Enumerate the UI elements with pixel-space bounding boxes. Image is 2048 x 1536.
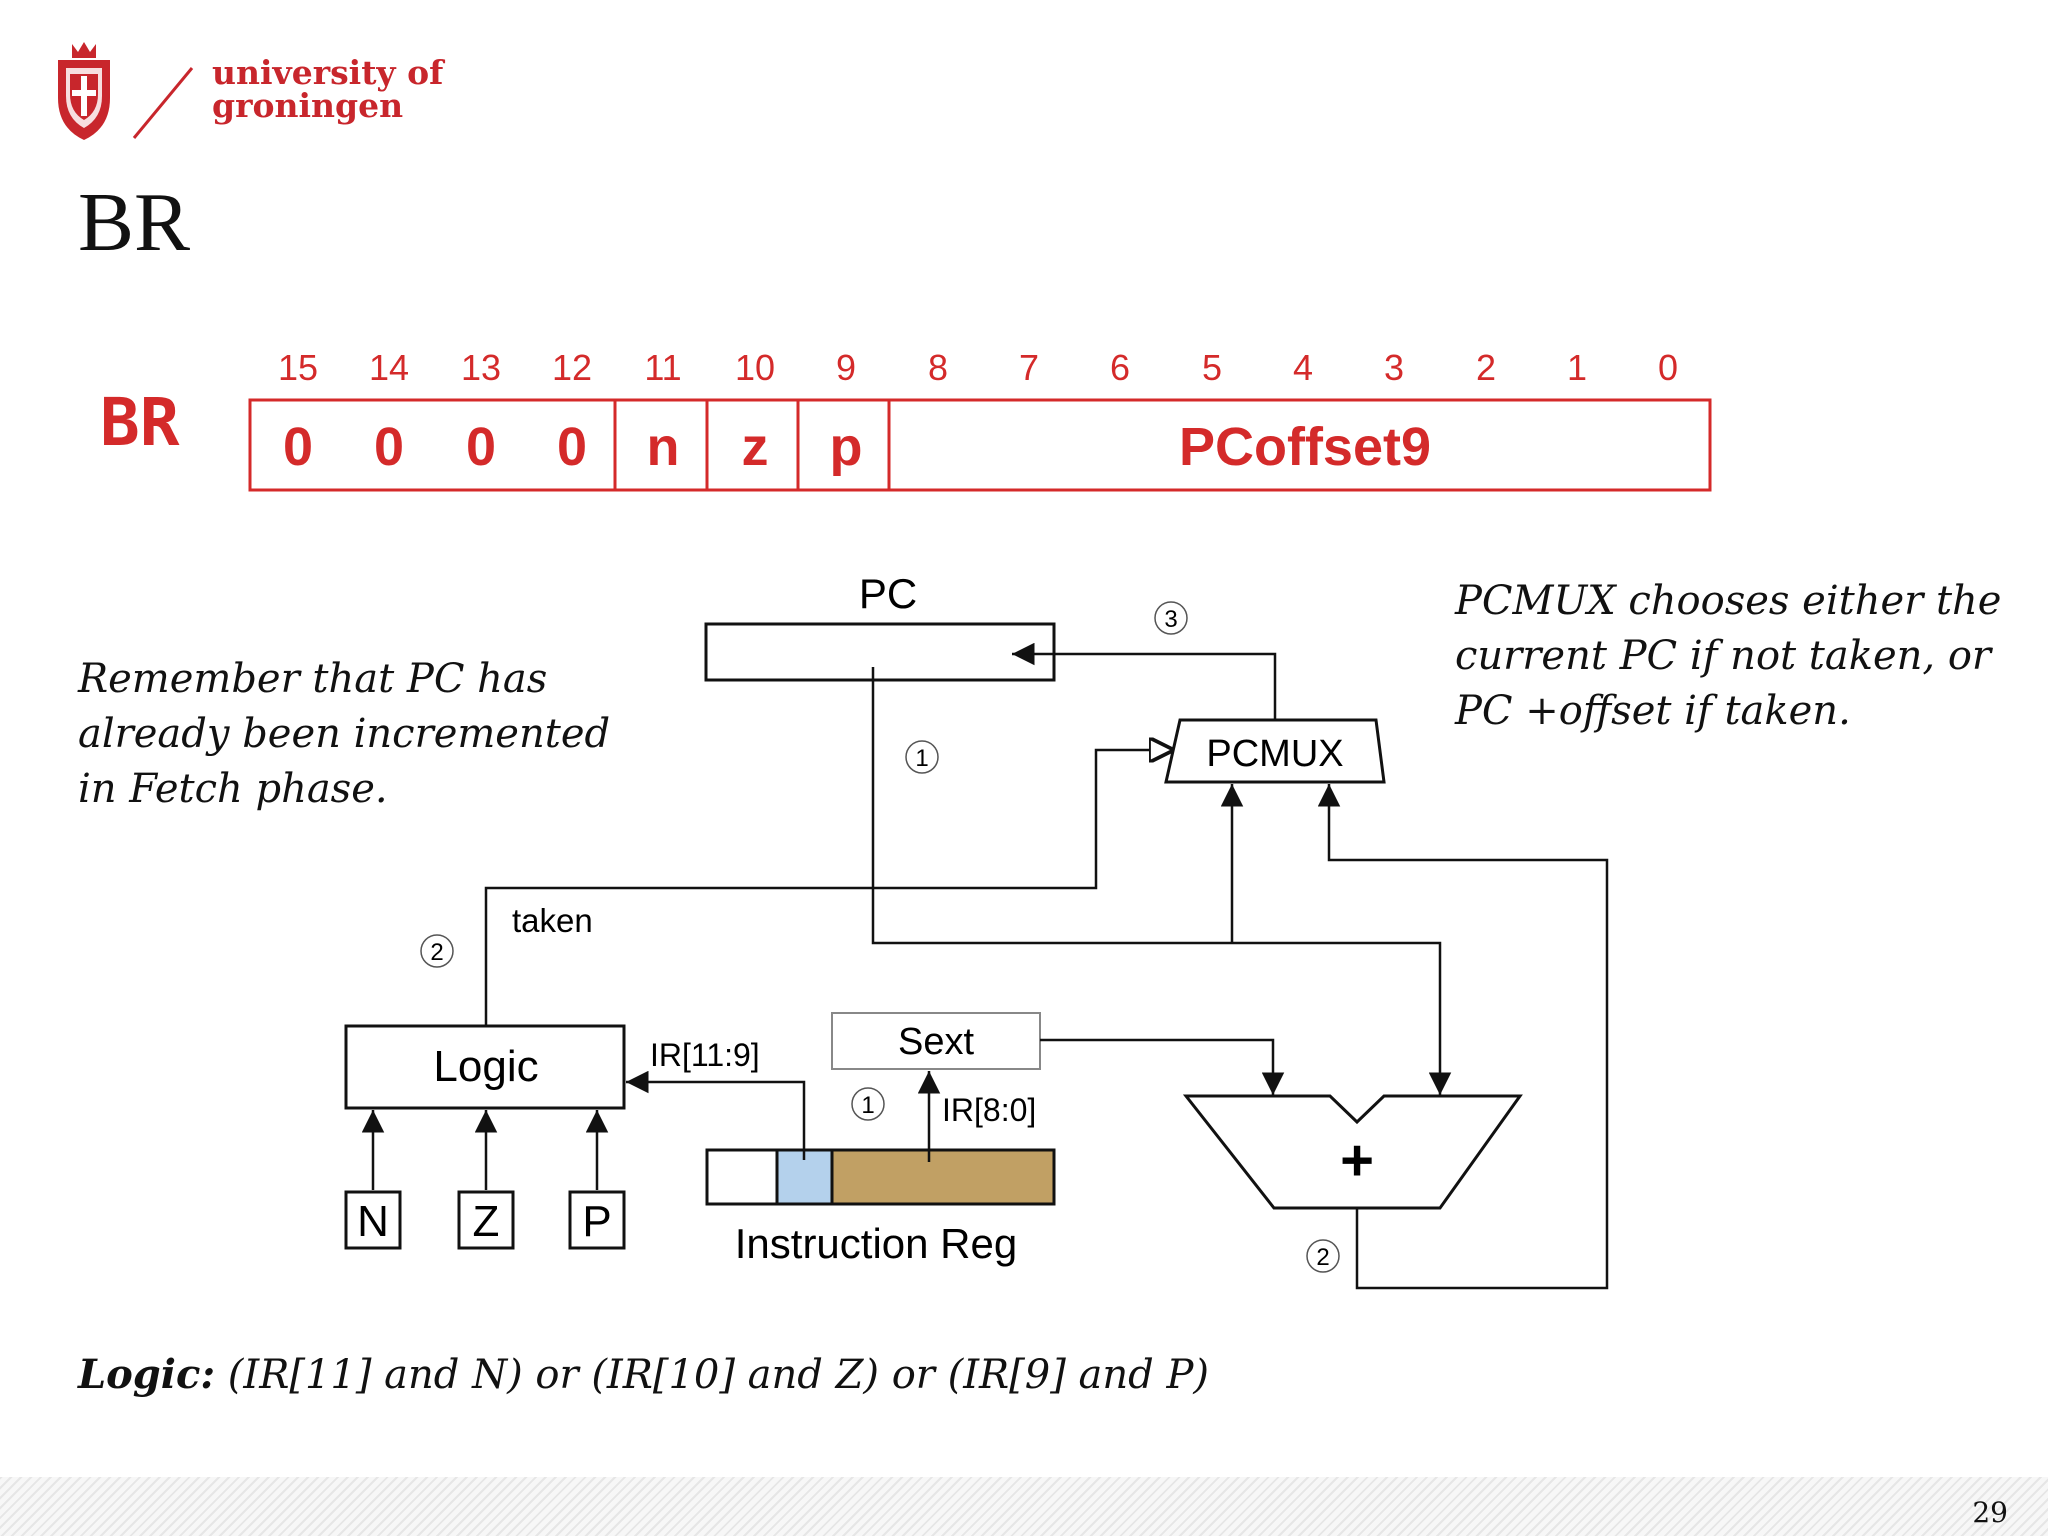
crest-icon xyxy=(58,42,110,140)
slide-title: BR xyxy=(78,176,191,269)
flag-n: N xyxy=(357,1197,389,1246)
bit-number: 0 xyxy=(1658,347,1678,388)
page-number: 29 xyxy=(1972,1496,2008,1529)
note-left: Remember that PC has already been increm… xyxy=(78,656,611,812)
svg-text:2: 2 xyxy=(1316,1244,1329,1271)
sext-block xyxy=(831,1012,1041,1070)
field-z: z xyxy=(742,417,769,477)
step-marker-3: 3 xyxy=(1154,601,1188,635)
pc-label: PC xyxy=(859,570,917,617)
bit-number: 12 xyxy=(552,347,592,388)
step-marker-2: 2 xyxy=(1306,1239,1340,1273)
flag-n-box xyxy=(344,1190,402,1250)
formula-text: (IR[11] and N) or (IR[10] and Z) or (IR[… xyxy=(215,1352,1209,1398)
note-right: PCMUX chooses either the current PC if n… xyxy=(1455,578,2002,734)
opcode-bit: 0 xyxy=(466,417,496,477)
logic-label: Logic xyxy=(433,1042,538,1091)
svg-text:1: 1 xyxy=(915,745,928,772)
opcode-bit: 0 xyxy=(557,417,587,477)
flag-z: Z xyxy=(473,1197,500,1246)
wire-sext-to-adder xyxy=(1040,1038,1285,1095)
bit-number: 8 xyxy=(928,347,948,388)
svg-text:3: 3 xyxy=(1164,606,1177,633)
instruction-encoding: BR 15 14 13 12 11 10 9 8 7 6 5 4 3 2 1 0… xyxy=(100,347,1712,492)
flag-p-box xyxy=(568,1190,626,1250)
flag-p: P xyxy=(582,1197,611,1246)
logic-formula: Logic: (IR[11] and N) or (IR[10] and Z) … xyxy=(78,1350,1209,1400)
bit-number: 3 xyxy=(1384,347,1404,388)
svg-text:1: 1 xyxy=(861,1092,874,1119)
logic-block xyxy=(344,1024,626,1110)
adder xyxy=(1182,1094,1523,1210)
logo-divider xyxy=(132,67,194,139)
bit-number: 15 xyxy=(278,347,318,388)
bit-numbers: 15 14 13 12 11 10 9 8 7 6 5 4 3 2 1 0 xyxy=(278,347,1678,388)
ir-segment-offset xyxy=(830,1148,1056,1206)
bit-number: 14 xyxy=(369,347,409,388)
ir-label: Instruction Reg xyxy=(735,1220,1017,1267)
bit-number: 2 xyxy=(1476,347,1496,388)
logo-line2: groningen xyxy=(212,86,404,125)
step-marker-1: 1 xyxy=(851,1087,885,1121)
bit-number: 9 xyxy=(836,347,856,388)
opcode-bit: 0 xyxy=(283,417,313,477)
ir-8-0-label: IR[8:0] xyxy=(942,1092,1036,1128)
encoding-fields: 0 0 0 0 n z p PCoffset9 xyxy=(283,417,1431,477)
adder-label: + xyxy=(1340,1128,1374,1193)
wire-taken xyxy=(484,750,1174,1026)
field-n: n xyxy=(647,417,680,477)
footer-band xyxy=(0,1477,2048,1536)
step-marker-2: 2 xyxy=(420,934,454,968)
pcmux-label: PCMUX xyxy=(1206,733,1343,775)
bit-number: 13 xyxy=(461,347,501,388)
logo-wordmark: university of groningen xyxy=(212,56,443,122)
wire-pcmux-to-pc xyxy=(1012,642,1277,720)
wire-pc-out xyxy=(871,667,1452,1095)
bit-number: 11 xyxy=(644,347,681,388)
university-logo xyxy=(58,42,194,140)
flag-z-box xyxy=(457,1190,515,1250)
taken-label: taken xyxy=(512,902,593,939)
pc-register xyxy=(704,622,1056,682)
wire-ir-cc-to-logic xyxy=(626,1070,806,1160)
bit-number: 6 xyxy=(1110,347,1130,388)
svg-text:2: 2 xyxy=(430,939,443,966)
logo-line1: university of xyxy=(212,53,444,92)
step-marker-1: 1 xyxy=(905,740,939,774)
ir-11-9-label: IR[11:9] xyxy=(650,1037,760,1073)
bit-number: 4 xyxy=(1293,347,1313,388)
field-p: p xyxy=(830,417,863,477)
bit-number: 10 xyxy=(735,347,775,388)
opcode-bit: 0 xyxy=(374,417,404,477)
bit-number: 5 xyxy=(1202,347,1222,388)
encoding-box xyxy=(248,398,1712,492)
sext-label: Sext xyxy=(898,1021,974,1063)
field-pcoffset9: PCoffset9 xyxy=(1179,417,1431,477)
ir-segment-opcode xyxy=(705,1148,779,1206)
bit-number: 7 xyxy=(1019,347,1039,388)
wire-adder-to-pcmux xyxy=(1317,784,1609,1290)
encoding-name: BR xyxy=(100,384,180,461)
formula-prefix: Logic: xyxy=(78,1351,216,1398)
datapath-diagram: PC PCMUX taken Logic N Z P Instruction R… xyxy=(344,570,1609,1290)
bit-number: 1 xyxy=(1567,347,1587,388)
